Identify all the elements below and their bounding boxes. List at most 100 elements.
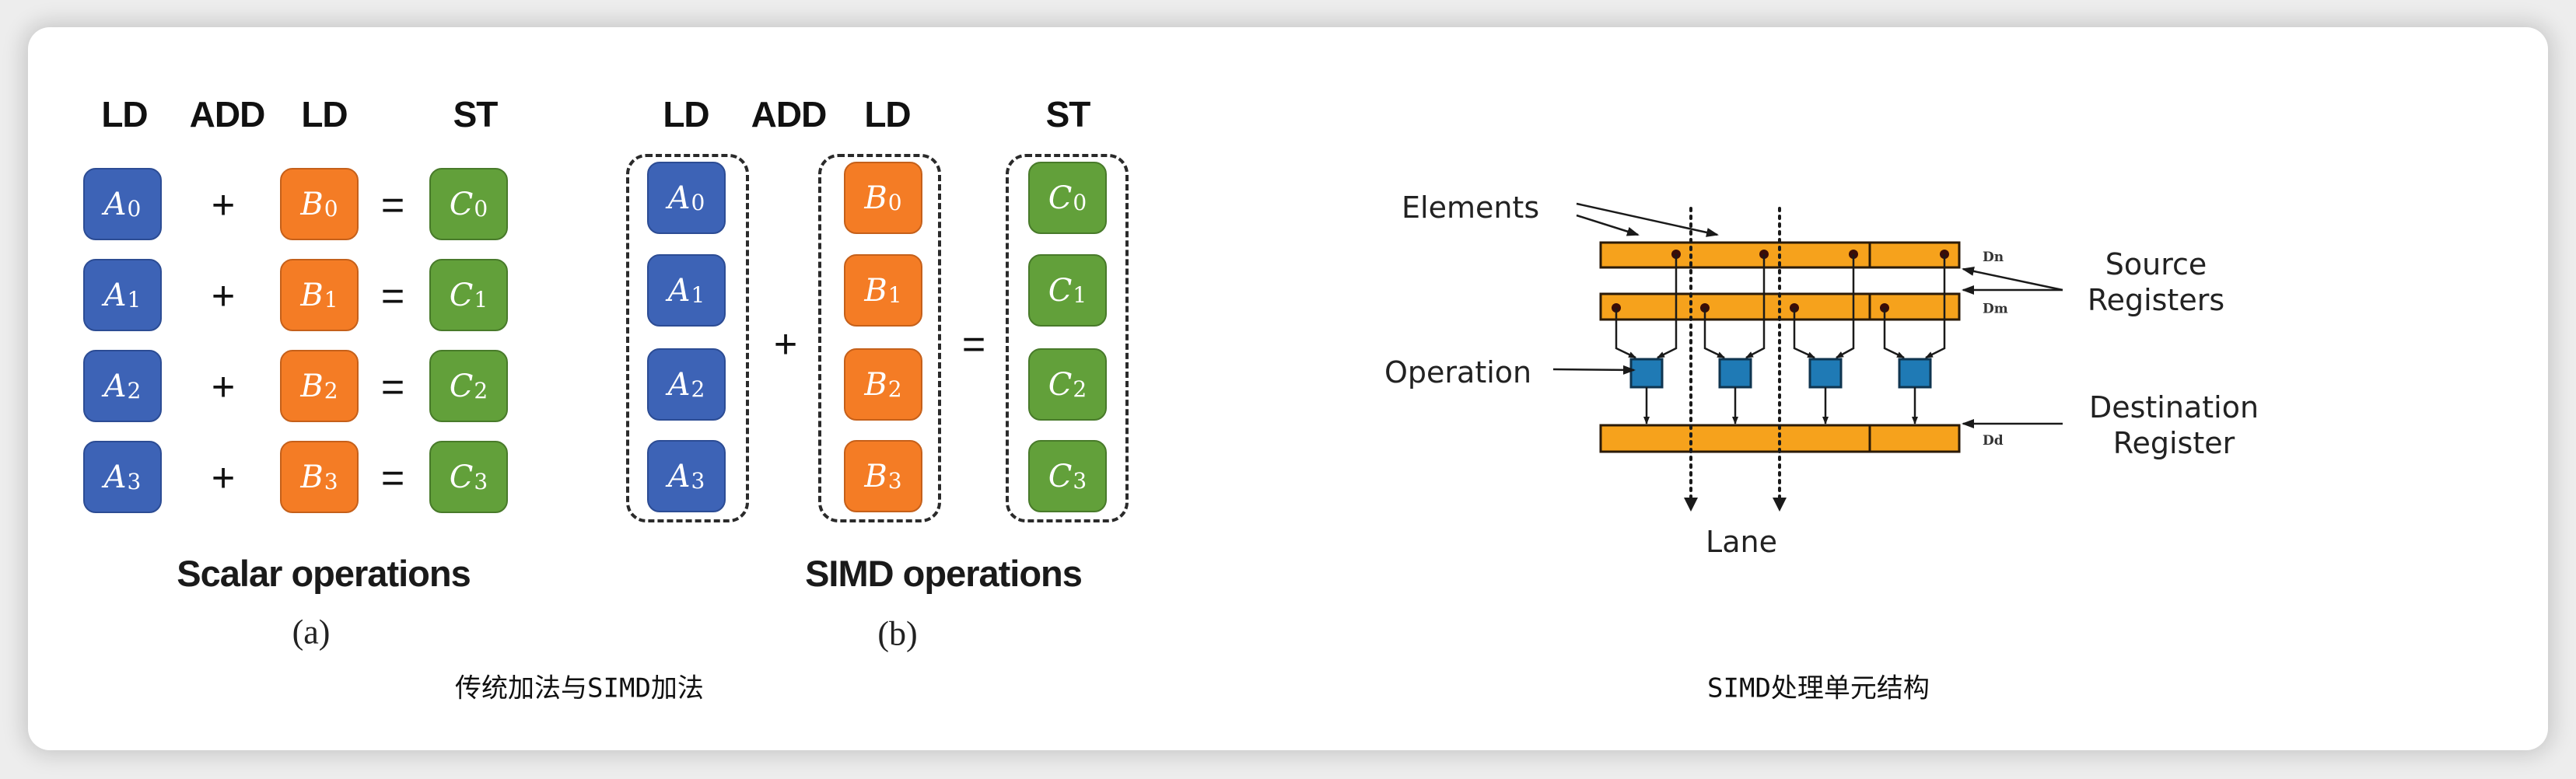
register-letter: B bbox=[300, 277, 324, 313]
register-index: 3 bbox=[887, 468, 902, 494]
operation-arrow bbox=[1552, 365, 1636, 375]
scalar-plus-sign: + bbox=[211, 456, 236, 501]
dn-input-wire bbox=[1836, 254, 1855, 359]
register-letter: A bbox=[103, 368, 127, 404]
register-index: 2 bbox=[887, 376, 902, 402]
register-index: 0 bbox=[1073, 190, 1087, 215]
dm-input-wire bbox=[1615, 308, 1636, 359]
register-name-dm: Dm bbox=[1983, 302, 2008, 317]
register-index: 1 bbox=[887, 282, 902, 308]
dm-input-wire bbox=[1703, 308, 1725, 359]
elements-arrow bbox=[1576, 214, 1640, 236]
register-letter: C bbox=[449, 459, 474, 495]
dm-input-wire bbox=[1793, 308, 1815, 359]
destination-register-line1: Destination bbox=[2088, 390, 2259, 424]
simd-vector-c-group bbox=[1006, 154, 1129, 522]
register-letter: B bbox=[864, 180, 887, 216]
register-letter: A bbox=[667, 458, 691, 494]
register-letter: A bbox=[103, 459, 127, 495]
operation-label: Operation bbox=[1384, 355, 1532, 390]
register-letter: C bbox=[1048, 272, 1073, 309]
register-index: 1 bbox=[1073, 282, 1087, 308]
lane-arrowhead bbox=[1684, 498, 1698, 512]
scalar-equals-sign: = bbox=[380, 183, 405, 228]
scalar-header-st: ST bbox=[453, 94, 499, 134]
scalar-plus-sign: + bbox=[211, 365, 236, 410]
register-letter: B bbox=[300, 459, 324, 495]
dn-input-wire bbox=[1745, 254, 1766, 359]
simd-vector-b-group bbox=[818, 154, 941, 522]
register-index: 2 bbox=[1073, 376, 1087, 402]
register-letter: B bbox=[300, 186, 324, 222]
right-figure-caption: SIMD处理单元结构 bbox=[1707, 672, 1930, 704]
operation-unit bbox=[1629, 358, 1664, 389]
lane-label: Lane bbox=[1706, 525, 1777, 559]
register-letter: B bbox=[864, 458, 887, 494]
scalar-header-ld-b: LD bbox=[301, 94, 348, 134]
scalar-plus-sign: + bbox=[211, 274, 236, 319]
scalar-operations-title: Scalar operations bbox=[177, 553, 471, 594]
register-letter: A bbox=[103, 186, 127, 222]
register-letter: A bbox=[667, 272, 691, 309]
dn-input-wire bbox=[1657, 254, 1678, 359]
register-letter: C bbox=[1048, 180, 1073, 216]
register-index: 0 bbox=[474, 196, 488, 222]
dm-input-wire bbox=[1883, 308, 1905, 359]
register-index: 3 bbox=[324, 469, 338, 494]
left-figure-caption: 传统加法与SIMD加法 bbox=[455, 672, 704, 704]
register-index: 3 bbox=[1073, 468, 1087, 494]
simd-header-st: ST bbox=[1045, 94, 1091, 134]
simd-operations-title: SIMD operations bbox=[805, 553, 1083, 594]
operation-unit bbox=[1898, 358, 1932, 389]
register-name-dd: Dd bbox=[1983, 433, 2004, 449]
scalar-figure-label: (a) bbox=[292, 613, 331, 651]
simd-header-ld-b: LD bbox=[864, 94, 911, 134]
register-letter: B bbox=[300, 368, 324, 404]
register-dm bbox=[1599, 292, 1961, 321]
destination-register-line2: Register bbox=[2112, 425, 2235, 460]
register-index: 2 bbox=[127, 378, 142, 403]
register-index: 0 bbox=[127, 196, 142, 222]
source-registers-line2: Registers bbox=[2087, 282, 2225, 317]
elements-label: Elements bbox=[1402, 190, 1540, 225]
scalar-header-ld-a: LD bbox=[101, 94, 148, 134]
register-index: 1 bbox=[324, 287, 338, 313]
source-registers-line1: Source bbox=[2105, 247, 2207, 281]
register-index: 1 bbox=[127, 287, 142, 313]
register-letter: A bbox=[667, 366, 691, 403]
simd-vector-a-group bbox=[626, 154, 749, 522]
scalar-equals-sign: = bbox=[380, 456, 405, 501]
register-letter: B bbox=[864, 366, 887, 403]
register-index: 2 bbox=[691, 376, 705, 402]
scalar-header-add: ADD bbox=[189, 94, 266, 134]
register-index: 3 bbox=[127, 469, 142, 494]
register-index: 2 bbox=[324, 378, 338, 403]
register-index: 2 bbox=[474, 378, 488, 403]
register-letter: C bbox=[1048, 366, 1073, 403]
register-letter: C bbox=[1048, 458, 1073, 494]
dn-input-wire bbox=[1925, 254, 1946, 359]
register-index: 0 bbox=[324, 196, 338, 222]
register-letter: C bbox=[449, 368, 474, 404]
operation-unit bbox=[1718, 358, 1752, 389]
register-letter: C bbox=[449, 277, 474, 313]
simd-header-ld-a: LD bbox=[663, 94, 709, 134]
register-letter: C bbox=[449, 186, 474, 222]
register-letter: A bbox=[667, 180, 691, 216]
elements-arrow bbox=[1576, 202, 1719, 237]
